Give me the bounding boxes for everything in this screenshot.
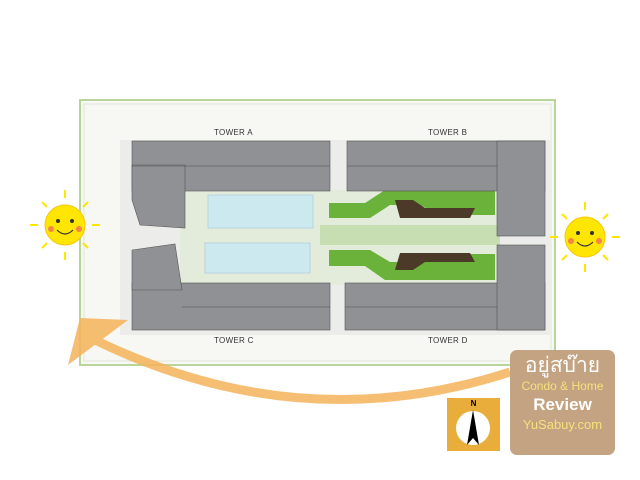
logo-thai-name: อยู่สบ๊าย <box>524 354 601 377</box>
logo-review: Review <box>533 395 592 414</box>
sun-path-arrow <box>68 318 512 404</box>
central-lawn <box>320 225 500 245</box>
compass-arrow-icon <box>456 410 490 445</box>
tower-a-label: TOWER A <box>214 128 253 137</box>
north-compass: N <box>447 398 500 451</box>
tower-b-label: TOWER B <box>428 128 468 137</box>
logo-website: YuSabuy.com <box>522 417 603 432</box>
pool-upper <box>207 194 314 229</box>
unit-partitions <box>132 165 497 308</box>
yusabuy-logo: อยู่สบ๊าย Condo & Home Review YuSabuy.co… <box>510 350 615 455</box>
compass-north-label: N <box>470 399 477 408</box>
tower-c-building <box>131 243 331 331</box>
tower-d-label: TOWER D <box>428 336 468 345</box>
logo-tagline: Condo & Home <box>521 379 604 393</box>
tower-c-label: TOWER C <box>214 336 254 345</box>
sun-icon-left <box>30 190 100 260</box>
tower-d-building <box>344 244 546 331</box>
pool-lower <box>204 242 311 274</box>
planter-lower <box>395 253 475 270</box>
planter-upper <box>395 200 475 218</box>
sun-icon-right <box>550 202 620 272</box>
